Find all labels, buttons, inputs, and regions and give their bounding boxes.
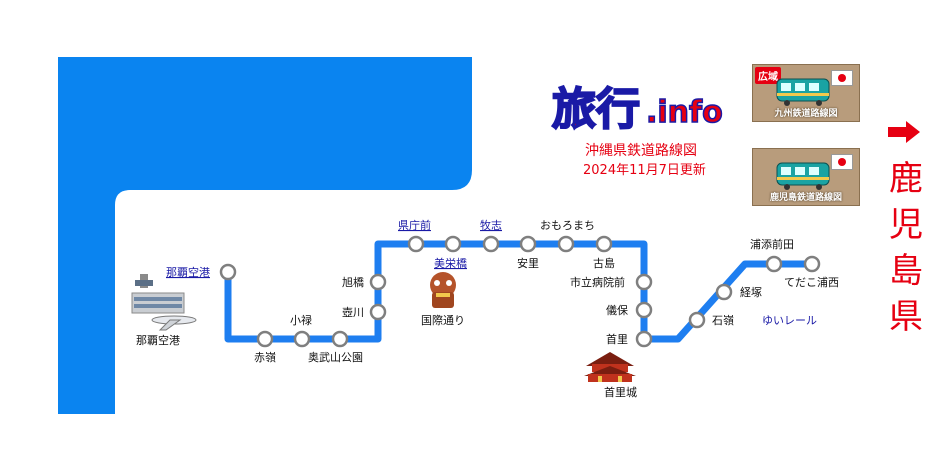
station-marker[interactable] bbox=[635, 301, 653, 319]
station-label: 小禄 bbox=[290, 313, 312, 327]
station-link[interactable]: 牧志 bbox=[480, 218, 502, 232]
station-link[interactable]: 那覇空港 bbox=[166, 265, 210, 279]
station-label: 奥武山公園 bbox=[308, 350, 363, 364]
station-label: 経塚 bbox=[740, 286, 762, 299]
right-arrow-icon bbox=[888, 121, 920, 143]
station-label: 赤嶺 bbox=[254, 351, 276, 364]
train-icon bbox=[776, 162, 830, 190]
station-marker[interactable] bbox=[369, 273, 387, 291]
train-icon bbox=[776, 78, 830, 106]
japan-flag-icon bbox=[831, 70, 853, 86]
station-marker[interactable] bbox=[715, 283, 733, 301]
station-label: 石嶺 bbox=[712, 314, 734, 327]
station-marker[interactable] bbox=[635, 330, 653, 348]
shisa-icon bbox=[430, 272, 456, 308]
station-link[interactable]: 県庁前 bbox=[398, 218, 431, 232]
airport-icon bbox=[131, 274, 197, 331]
station-label: てだこ浦西 bbox=[784, 276, 839, 289]
station-label: おもろまち bbox=[540, 219, 595, 232]
airport-landmark-label: 那覇空港 bbox=[136, 333, 180, 347]
station-marker[interactable] bbox=[635, 273, 653, 291]
station-marker[interactable] bbox=[803, 255, 821, 273]
kyushu-map-button[interactable]: 広域 九州鉄道路線図 bbox=[752, 64, 860, 122]
station-label: 安里 bbox=[517, 256, 539, 270]
station-marker[interactable] bbox=[331, 330, 349, 348]
kokusai-landmark-label: 国際通り bbox=[421, 314, 465, 327]
logo-info-text: .info bbox=[646, 95, 723, 130]
station-marker[interactable] bbox=[595, 235, 613, 253]
kagoshima-map-caption: 鹿児島鉄道路線図 bbox=[769, 193, 842, 203]
shuri-castle-label: 首里城 bbox=[604, 385, 637, 399]
station-label: 儀保 bbox=[606, 303, 628, 317]
update-date: 2024年11月7日更新 bbox=[583, 162, 706, 178]
station-marker[interactable] bbox=[293, 330, 311, 348]
station-marker[interactable] bbox=[557, 235, 575, 253]
station-marker[interactable] bbox=[688, 311, 706, 329]
logo-main-text: 旅行 bbox=[552, 84, 640, 135]
station-marker[interactable] bbox=[407, 235, 425, 253]
station-marker[interactable] bbox=[369, 303, 387, 321]
next-prefecture-link[interactable]: 鹿児島県 bbox=[884, 120, 924, 350]
japan-flag-icon bbox=[831, 154, 853, 170]
station-label: 旭橋 bbox=[342, 275, 364, 289]
station-label: 首里 bbox=[606, 332, 628, 346]
station-marker[interactable] bbox=[482, 235, 500, 253]
next-prefecture-name: 鹿児島県 bbox=[889, 159, 923, 337]
sea-area bbox=[58, 57, 472, 414]
line-name: ゆいレール bbox=[762, 314, 817, 327]
station-label: 古島 bbox=[593, 256, 615, 270]
station-marker[interactable] bbox=[519, 235, 537, 253]
kagoshima-map-button[interactable]: 鹿児島鉄道路線図 bbox=[752, 148, 860, 206]
station-label: 浦添前田 bbox=[750, 237, 794, 251]
station-link[interactable]: 美栄橋 bbox=[434, 256, 467, 270]
shuri-castle-icon bbox=[584, 352, 636, 382]
station-label: 市立病院前 bbox=[570, 275, 625, 289]
station-marker[interactable] bbox=[444, 235, 462, 253]
station-marker[interactable] bbox=[219, 263, 237, 281]
wide-area-badge: 広域 bbox=[755, 67, 781, 84]
site-logo[interactable]: 旅行 .info bbox=[551, 83, 723, 136]
station-marker[interactable] bbox=[765, 255, 783, 273]
station-marker[interactable] bbox=[256, 330, 274, 348]
page-title: 沖縄県鉄道路線図 bbox=[585, 143, 697, 159]
station-label: 壺川 bbox=[342, 306, 364, 319]
kyushu-map-caption: 九州鉄道路線図 bbox=[774, 109, 838, 119]
